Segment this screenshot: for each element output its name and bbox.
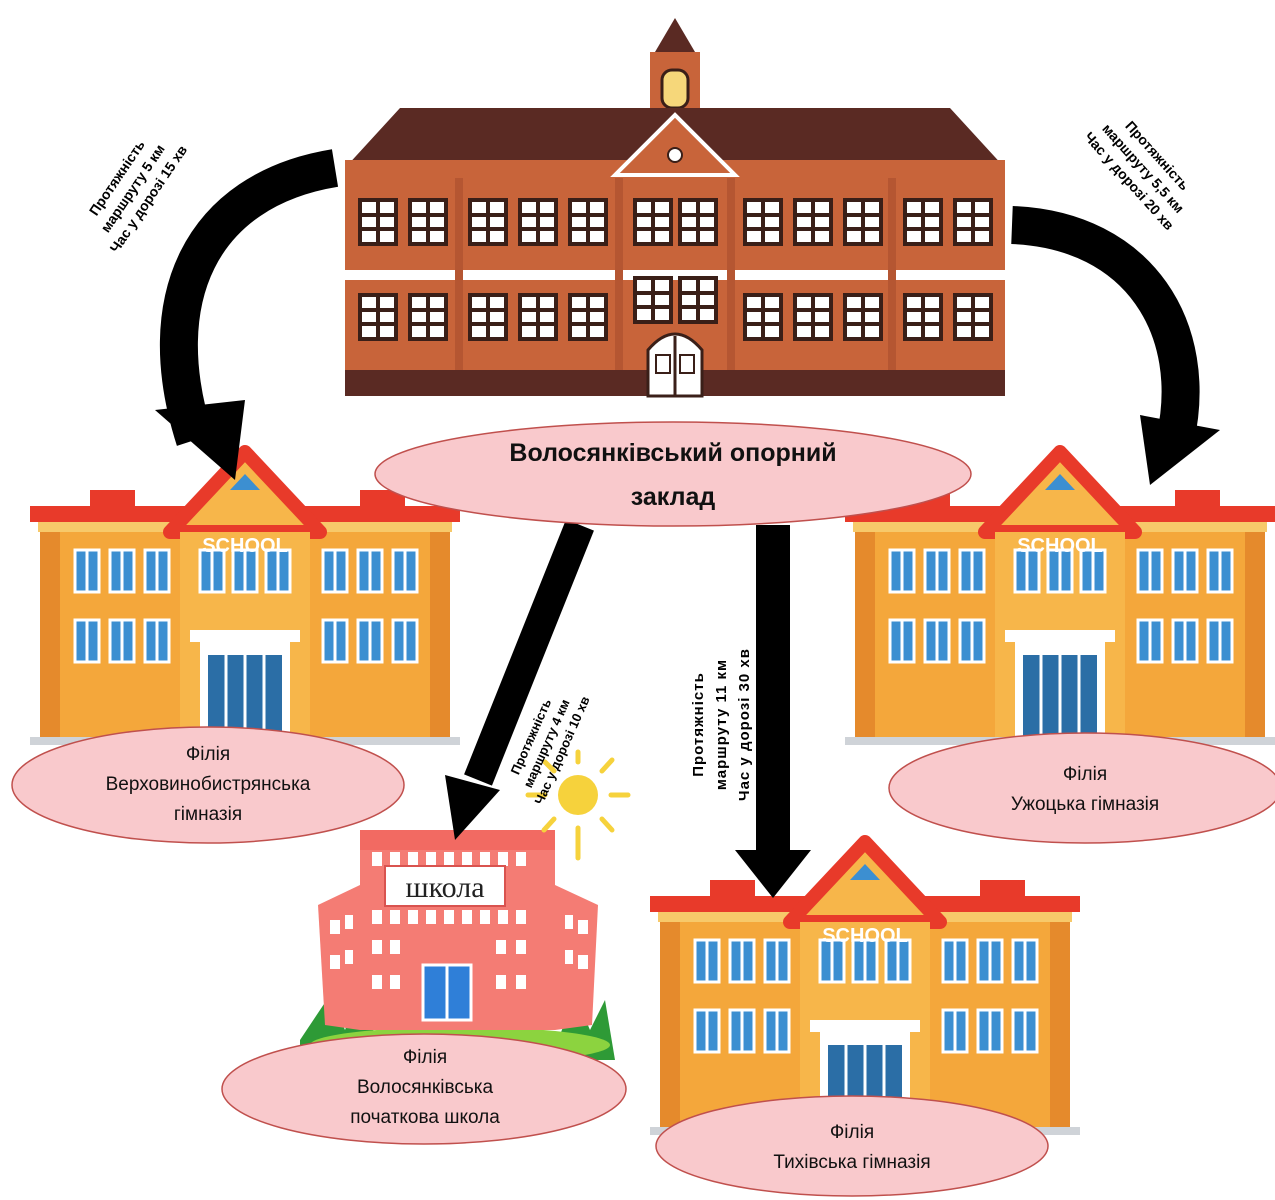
branch-label-uzhok: Філія Ужоцька гімназія <box>915 755 1255 825</box>
school-sign-ua: школа <box>405 871 484 904</box>
branch-ellipse-verkhovyna <box>11 726 405 844</box>
route-label-center-right: Протяжність маршруту 11 км Час у дорозі … <box>687 648 756 801</box>
arrow-to-uzhok <box>1010 206 1220 485</box>
arrow-to-volosianka <box>445 519 594 840</box>
hub-label: Волосянківський опорний заклад <box>430 430 916 520</box>
school-sign-uzhok: SCHOOL <box>1017 535 1103 557</box>
branch-volosianka-line3: початкова школа <box>350 1107 500 1128</box>
branch-label-volosianka: Філія Волосянківська початкова школа <box>255 1038 595 1138</box>
hub-ellipse <box>374 421 972 527</box>
branch-ellipse-tykhyi <box>655 1095 1049 1197</box>
route-center-right-line1: Протяжність <box>689 672 707 777</box>
branch-uzhok-line1: Філія <box>1062 764 1108 785</box>
branch-label-tykhyi: Філія Тихівська гімназія <box>682 1113 1022 1183</box>
school-building-tykhyi <box>650 842 1080 1135</box>
branch-ellipse-volosianka <box>221 1033 627 1145</box>
branch-volosianka-line1: Філія <box>402 1047 448 1068</box>
arrow-to-tykhyi <box>735 525 811 898</box>
branch-verkhovyna-line3: гімназія <box>173 804 243 825</box>
hub-name-line2: заклад <box>630 483 716 511</box>
branch-label-verkhovyna: Філія Верховинобистрянська гімназія <box>38 735 378 835</box>
pink-school-building: школа <box>300 830 615 1063</box>
hub-name-line1: Волосянківський опорний <box>509 439 837 467</box>
branch-tykhyi-line1: Філія <box>829 1122 875 1143</box>
branch-tykhyi-line2: Тихівська гімназія <box>773 1152 931 1173</box>
main-school-building <box>345 18 1005 398</box>
branch-verkhovyna-line2: Верховинобистрянська <box>105 774 311 795</box>
arrow-to-verkhovyna <box>155 149 339 480</box>
school-sign-tykhyi: SCHOOL <box>822 925 908 947</box>
school-sign-verkhovyna: SCHOOL <box>202 535 288 557</box>
school-building-verkhovyna <box>30 452 460 745</box>
route-center-right-line3: Час у дорозі 30 хв <box>735 648 753 801</box>
branch-uzhok-line2: Ужоцька гімназія <box>1010 794 1160 815</box>
branch-verkhovyna-line1: Філія <box>185 744 231 765</box>
route-center-right-line2: маршруту 11 км <box>712 658 730 791</box>
sun-icon <box>525 749 631 861</box>
branch-volosianka-line2: Волосянківська <box>356 1077 494 1098</box>
branch-ellipse-uzhok <box>888 732 1275 844</box>
